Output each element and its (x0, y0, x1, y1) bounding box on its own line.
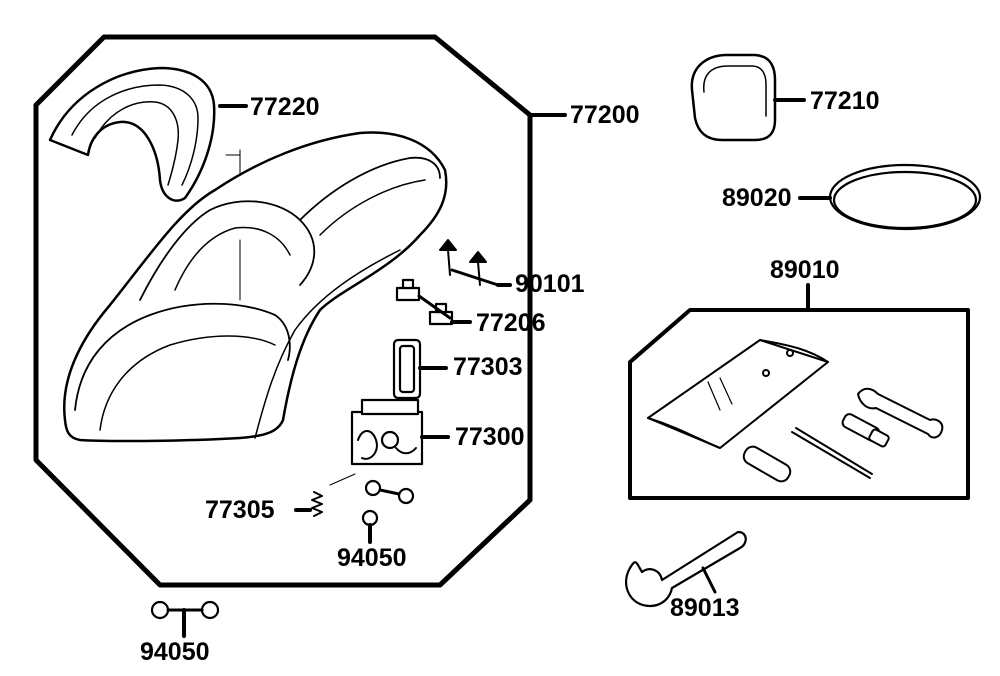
label-77210: 77210 (810, 87, 880, 115)
label-77206: 77206 (476, 309, 546, 337)
label-77220: 77220 (250, 93, 320, 121)
seat-drawing (63, 131, 448, 443)
label-89020: 89020 (722, 184, 792, 212)
label-77300: 77300 (455, 423, 525, 451)
spring-part (294, 491, 323, 517)
tool-kit-frame (628, 308, 970, 500)
latch-mechanism-part (350, 398, 450, 466)
label-94050-outer: 94050 (140, 638, 210, 666)
label-89010: 89010 (770, 256, 840, 284)
clip-parts (395, 278, 472, 326)
hook-wrench-part (624, 530, 747, 608)
seat-assembly-frame (33, 34, 533, 588)
backrest-pad-drawing (48, 66, 216, 202)
latch-cover-part (392, 338, 448, 400)
tool-kit-contents (647, 339, 944, 483)
label-94050-inner: 94050 (337, 544, 407, 572)
label-89013: 89013 (670, 594, 740, 622)
screw-parts (439, 239, 512, 287)
belt-part (798, 163, 982, 231)
nut-parts-inner (361, 479, 415, 544)
label-77200: 77200 (570, 101, 640, 129)
nut-parts-outer (150, 600, 220, 638)
label-77305: 77305 (205, 496, 275, 524)
label-77303: 77303 (453, 353, 523, 381)
label-90101: 90101 (515, 270, 585, 298)
backrest-cushion-part (690, 53, 806, 142)
